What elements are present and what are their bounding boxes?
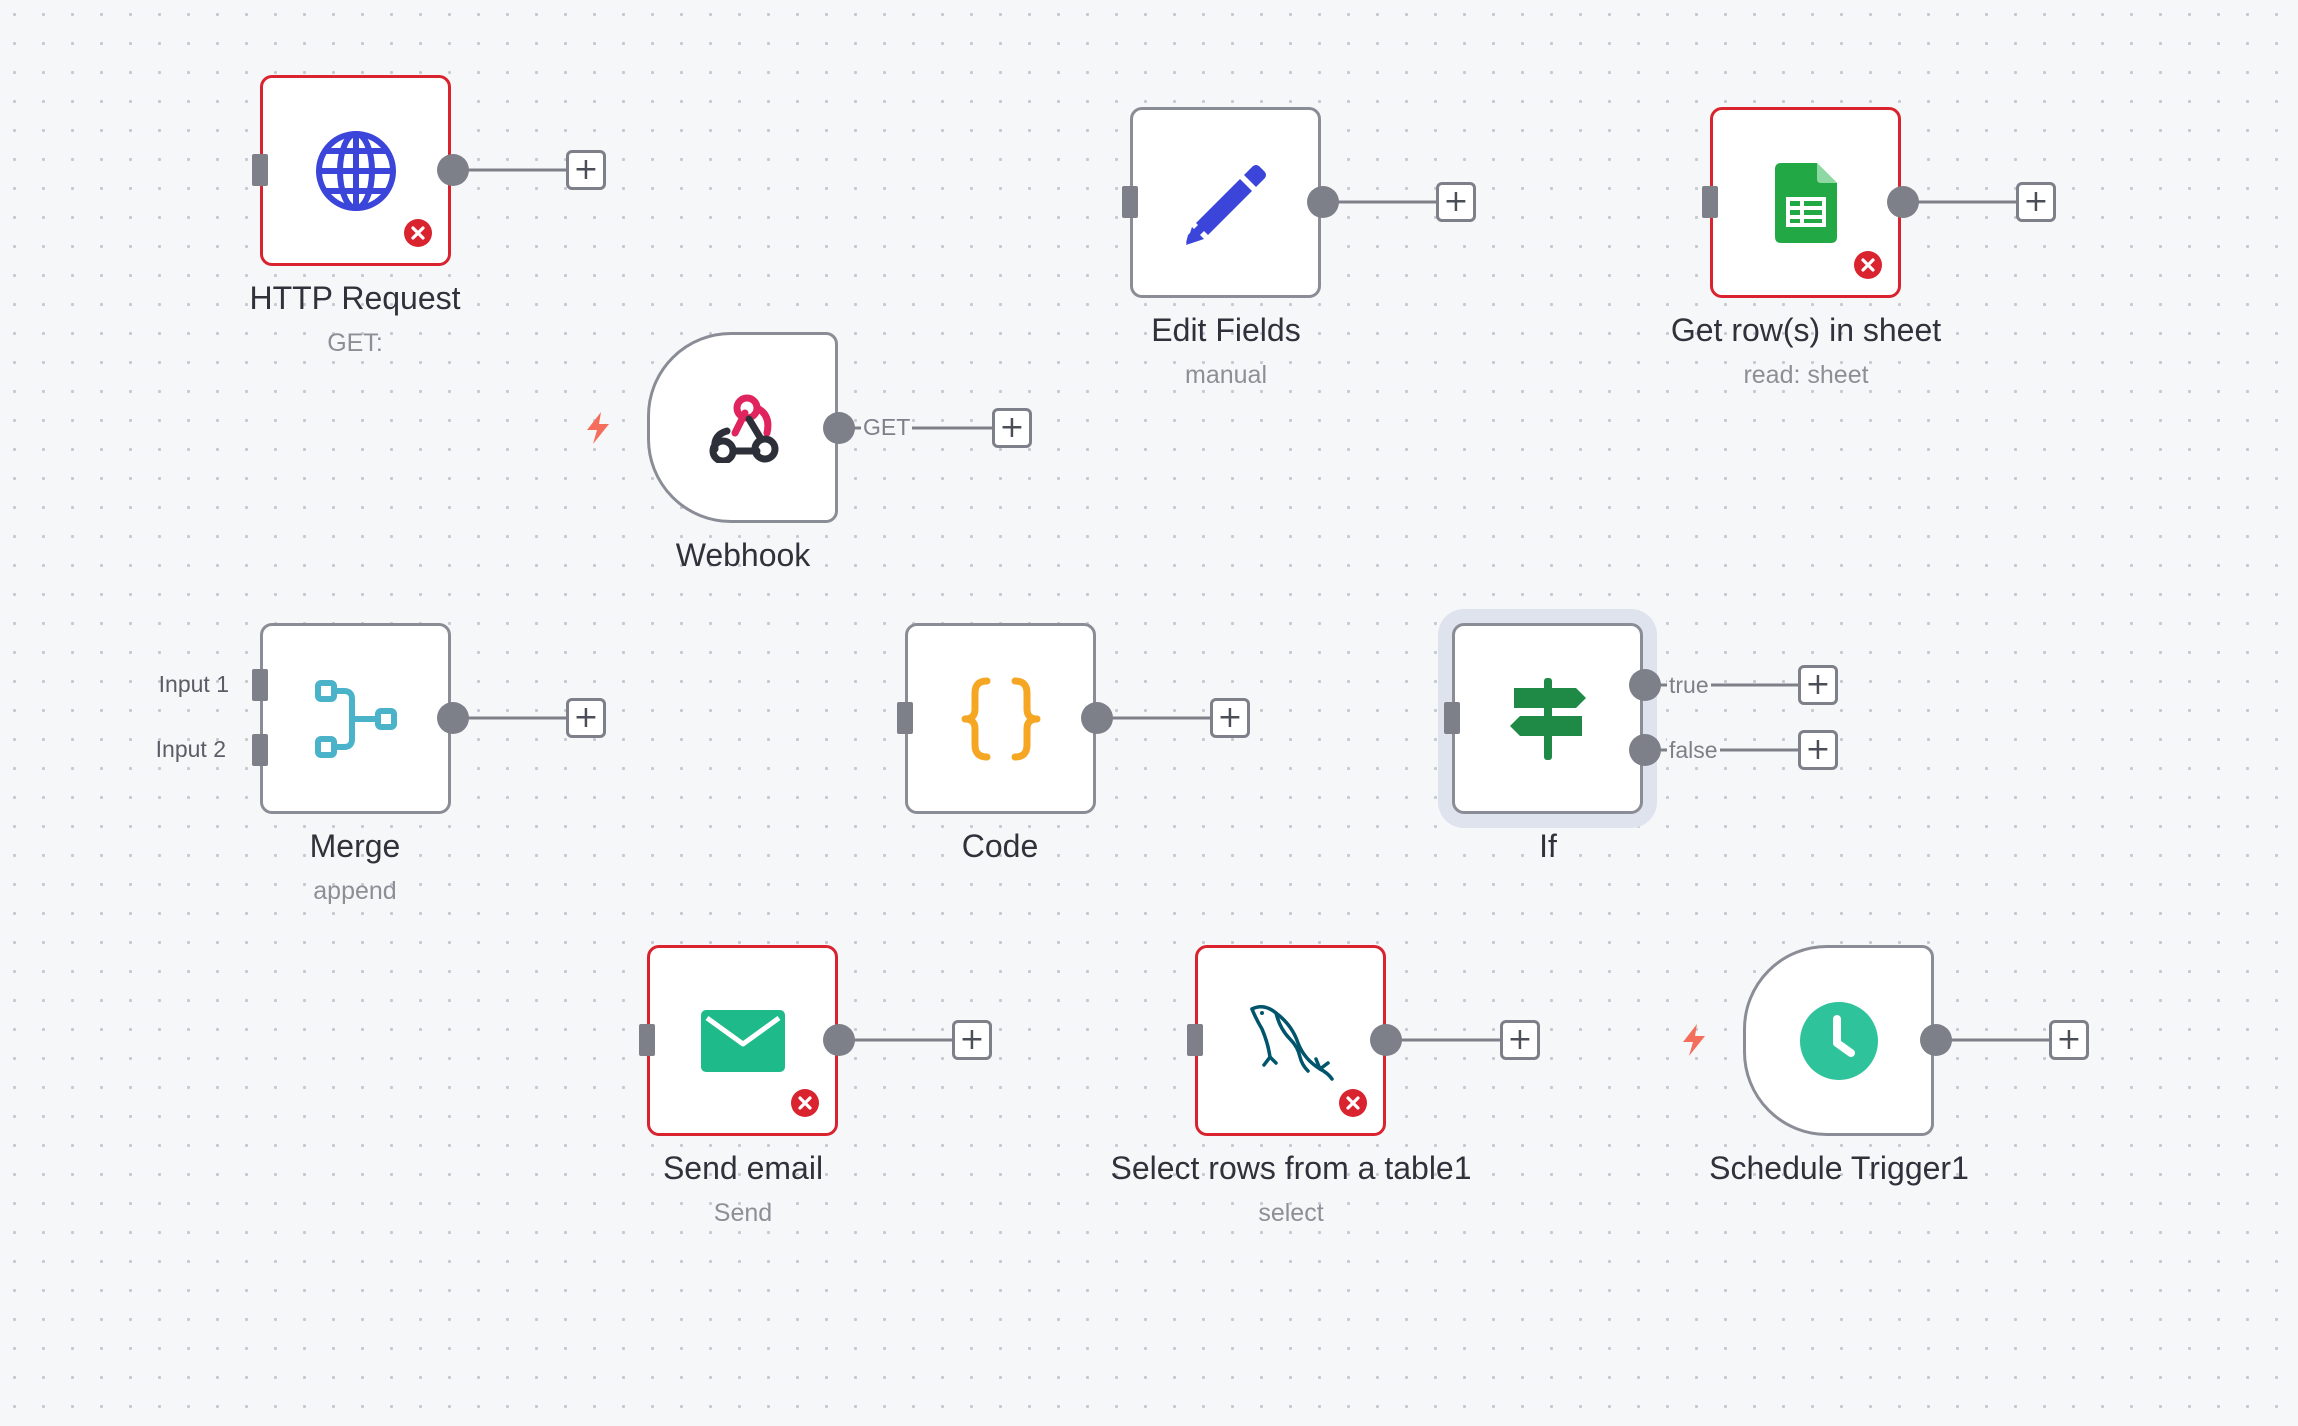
output-handle[interactable] bbox=[823, 412, 855, 444]
input-handle[interactable] bbox=[639, 1024, 655, 1056]
node-name: Send email bbox=[662, 1150, 824, 1186]
node-if[interactable] bbox=[1452, 623, 1643, 814]
node-name: Select rows from a table1 bbox=[1110, 1150, 1472, 1186]
code-braces-icon bbox=[961, 677, 1041, 761]
add-node-button[interactable]: + bbox=[566, 150, 606, 190]
add-node-button[interactable]: + bbox=[1436, 182, 1476, 222]
output-handle[interactable] bbox=[437, 702, 469, 734]
input-handle[interactable] bbox=[1187, 1024, 1203, 1056]
node-subtitle: read: sheet bbox=[1743, 361, 1869, 389]
node-merge[interactable] bbox=[260, 623, 451, 814]
envelope-icon bbox=[700, 1009, 785, 1072]
webhook-icon bbox=[705, 393, 781, 463]
input-handle[interactable] bbox=[252, 154, 268, 186]
node-webhook[interactable] bbox=[647, 332, 838, 523]
globe-icon bbox=[314, 129, 398, 213]
output-label-true: true bbox=[1667, 672, 1711, 698]
node-name: Schedule Trigger1 bbox=[1709, 1150, 1969, 1186]
mysql-dolphin-icon bbox=[1246, 999, 1336, 1083]
add-node-button[interactable]: + bbox=[2016, 182, 2056, 222]
output-label-false: false bbox=[1667, 737, 1720, 763]
input-label-2: Input 2 bbox=[155, 736, 226, 762]
output-handle-false[interactable] bbox=[1629, 734, 1661, 766]
signpost-icon bbox=[1508, 676, 1588, 762]
output-label-get: GET bbox=[861, 414, 913, 440]
output-handle[interactable] bbox=[1307, 186, 1339, 218]
output-handle[interactable] bbox=[1887, 186, 1919, 218]
add-node-button[interactable]: + bbox=[566, 698, 606, 738]
add-node-button[interactable]: + bbox=[1210, 698, 1250, 738]
add-node-button[interactable]: + bbox=[952, 1020, 992, 1060]
output-handle[interactable] bbox=[1920, 1024, 1952, 1056]
node-subtitle: Send bbox=[713, 1199, 773, 1227]
output-handle[interactable] bbox=[823, 1024, 855, 1056]
error-icon bbox=[1339, 1089, 1367, 1117]
node-subtitle: append bbox=[313, 877, 397, 905]
node-subtitle: manual bbox=[1185, 361, 1267, 389]
node-name: Code bbox=[961, 828, 1039, 864]
google-sheets-icon bbox=[1774, 162, 1837, 243]
clock-icon bbox=[1799, 1001, 1879, 1081]
node-get-rows-in-sheet[interactable] bbox=[1710, 107, 1901, 298]
node-name: HTTP Request bbox=[249, 280, 461, 316]
input-handle-2[interactable] bbox=[252, 734, 268, 766]
node-subtitle: GET: bbox=[327, 329, 383, 357]
add-node-button[interactable]: + bbox=[1500, 1020, 1540, 1060]
add-node-button-false[interactable]: + bbox=[1798, 730, 1838, 770]
input-handle[interactable] bbox=[1702, 186, 1718, 218]
output-handle[interactable] bbox=[1081, 702, 1113, 734]
output-handle-true[interactable] bbox=[1629, 669, 1661, 701]
error-icon bbox=[404, 219, 432, 247]
node-code[interactable] bbox=[905, 623, 1096, 814]
add-node-button-true[interactable]: + bbox=[1798, 665, 1838, 705]
trigger-bolt-icon bbox=[587, 412, 609, 444]
output-handle[interactable] bbox=[1370, 1024, 1402, 1056]
node-http-request[interactable] bbox=[260, 75, 451, 266]
add-node-button[interactable]: + bbox=[2049, 1020, 2089, 1060]
node-name: If bbox=[1539, 828, 1557, 864]
input-handle-1[interactable] bbox=[252, 669, 268, 701]
node-schedule-trigger[interactable] bbox=[1743, 945, 1934, 1136]
node-send-email[interactable] bbox=[647, 945, 838, 1136]
error-icon bbox=[1854, 251, 1882, 279]
node-name: Edit Fields bbox=[1151, 312, 1301, 348]
input-handle[interactable] bbox=[1122, 186, 1138, 218]
node-subtitle: select bbox=[1258, 1199, 1324, 1227]
node-name: Merge bbox=[309, 828, 401, 864]
trigger-bolt-icon bbox=[1683, 1024, 1705, 1056]
merge-icon bbox=[314, 679, 398, 759]
input-label-1: Input 1 bbox=[158, 671, 229, 697]
node-name: Webhook bbox=[675, 537, 811, 573]
add-node-button[interactable]: + bbox=[992, 408, 1032, 448]
node-name: Get row(s) in sheet bbox=[1670, 312, 1942, 348]
pencil-icon bbox=[1182, 159, 1270, 247]
error-icon bbox=[791, 1089, 819, 1117]
output-handle[interactable] bbox=[437, 154, 469, 186]
node-select-rows[interactable] bbox=[1195, 945, 1386, 1136]
node-edit-fields[interactable] bbox=[1130, 107, 1321, 298]
input-handle[interactable] bbox=[897, 702, 913, 734]
input-handle[interactable] bbox=[1444, 702, 1460, 734]
